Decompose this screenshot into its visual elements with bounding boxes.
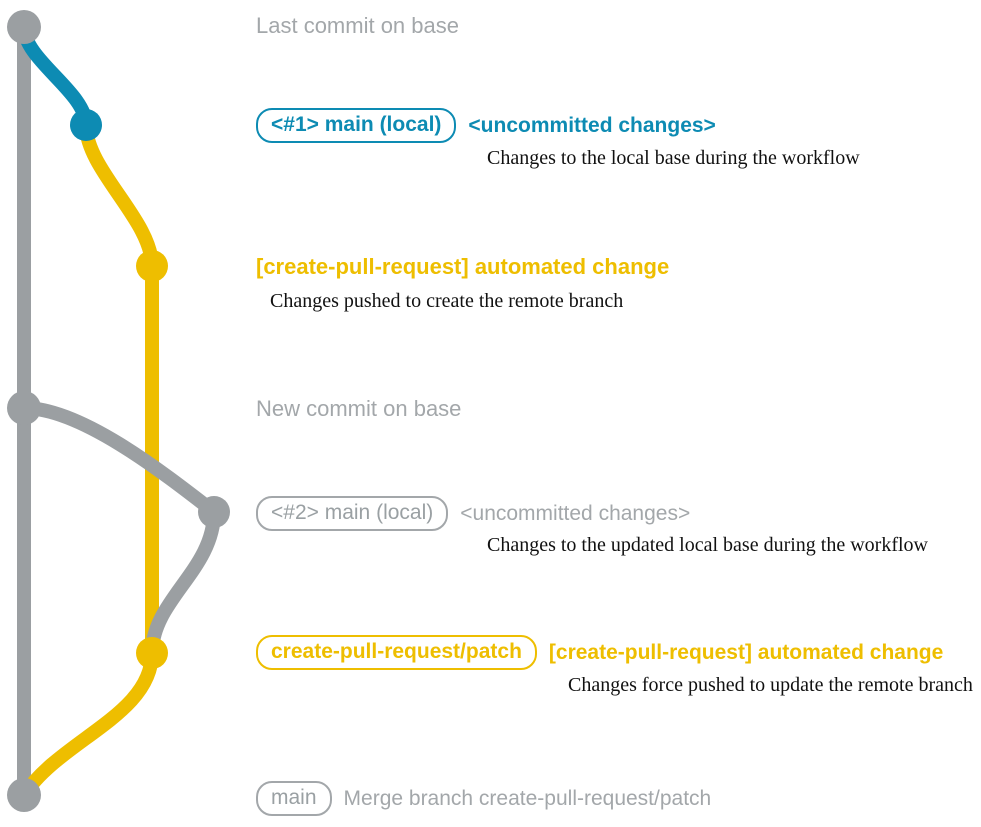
commit-row-local-uncommitted-2: <#2> main (local) <uncommitted changes>: [256, 496, 690, 531]
commit-subject-automated-change-1: [create-pull-request] automated change: [256, 254, 670, 279]
commit-node-remote-1: [136, 250, 168, 282]
commit-description-local-2: Changes to the updated local base during…: [487, 534, 928, 556]
branch-pill-create-pull-request-patch[interactable]: create-pull-request/patch: [256, 635, 537, 670]
commit-subject-uncommitted-1: <uncommitted changes>: [468, 114, 716, 137]
graph-nodes: [7, 10, 230, 812]
edge-remote-2-to-merge: [17, 646, 159, 802]
commit-description-local-1: Changes to the local base during the wor…: [487, 147, 860, 169]
commit-subject-merge-branch: Merge branch create-pull-request/patch: [343, 787, 712, 810]
edge-local-1-to-remote-1: [79, 118, 159, 273]
commit-description-remote-2: Changes force pushed to update the remot…: [568, 674, 973, 696]
edge-local-2-to-remote-2: [145, 505, 221, 660]
commit-row-local-uncommitted-1: <#1> main (local) <uncommitted changes>: [256, 108, 716, 143]
commit-subject-uncommitted-2: <uncommitted changes>: [460, 502, 691, 525]
commit-node-base-new: [7, 391, 41, 425]
commit-node-base-last: [7, 10, 41, 44]
commit-node-local-1: [70, 109, 102, 141]
edge-base-new-to-local-2: [17, 401, 221, 519]
commit-row-base-merge: main Merge branch create-pull-request/pa…: [256, 781, 711, 816]
commit-node-local-2: [198, 496, 230, 528]
commit-subject-last-commit-on-base: Last commit on base: [256, 13, 459, 38]
commit-subject-automated-change-2: [create-pull-request] automated change: [548, 641, 944, 664]
commit-row-automated-change-2: create-pull-request/patch [create-pull-r…: [256, 635, 943, 670]
branch-pill-main-local-2[interactable]: <#2> main (local): [256, 496, 449, 531]
branch-pill-main-local-1[interactable]: <#1> main (local): [256, 108, 457, 143]
commit-description-remote-1: Changes pushed to create the remote bran…: [270, 290, 624, 312]
branch-pill-main[interactable]: main: [256, 781, 332, 816]
commit-subject-new-commit-on-base: New commit on base: [256, 396, 462, 421]
commit-node-remote-2: [136, 637, 168, 669]
commit-node-base-merge: [7, 778, 41, 812]
